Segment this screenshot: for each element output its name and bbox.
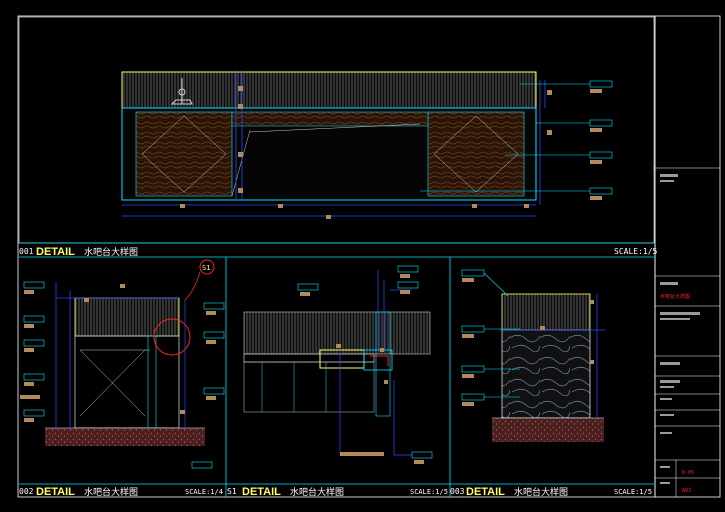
faucet-icon — [170, 78, 193, 105]
panel-002-detail: DETAIL — [36, 486, 75, 498]
panel-003-title: 水吧台大样图 — [514, 486, 568, 498]
left-wood-panel — [135, 111, 233, 197]
panel-s1-number: S1 — [227, 487, 237, 496]
panel-s1-detail — [243, 265, 433, 464]
title-block-code-1: D-05 — [682, 470, 694, 476]
main-detail-label: DETAIL — [36, 246, 75, 258]
panel-002-section: S1 — [20, 259, 225, 469]
section-callout-circle — [153, 318, 191, 356]
main-view-number: 001 — [19, 247, 34, 256]
panel-003-stone — [501, 329, 591, 419]
panel-003-elevation — [461, 269, 605, 442]
panel-002-floor — [45, 428, 205, 446]
title-block — [655, 167, 720, 497]
panel-003-detail: DETAIL — [466, 486, 505, 498]
title-block-code-2: A03 — [682, 488, 691, 494]
title-block-frame — [654, 15, 721, 498]
left-diamond — [141, 115, 227, 193]
right-wood-panel — [427, 111, 525, 197]
panel-003-number: 003 — [450, 487, 465, 496]
section-marker — [199, 259, 215, 275]
right-diamond — [433, 115, 519, 193]
leader-tags-main — [420, 80, 613, 195]
panel-002-number: 002 — [19, 487, 34, 496]
main-scale: SCALE:1/5 — [614, 247, 658, 256]
section-marker-label: S1 — [202, 264, 210, 272]
panel-s1-detail-label: DETAIL — [242, 486, 281, 498]
opening-line — [249, 123, 421, 133]
main-elevation — [121, 70, 613, 219]
panel-002-scale: SCALE:1/4 — [185, 488, 223, 496]
panel-s1-scale: SCALE:1/5 — [410, 488, 448, 496]
title-block-red-label: 水吧台大样图 — [660, 293, 690, 300]
panel-002-slats — [74, 297, 180, 337]
main-title: 水吧台大样图 — [84, 246, 138, 258]
panel-s1-title: 水吧台大样图 — [290, 486, 344, 498]
panel-003-scale: SCALE:1/5 — [614, 488, 652, 496]
panel-002-title: 水吧台大样图 — [84, 486, 138, 498]
top-wood-band — [231, 111, 429, 127]
panel-003-slats — [501, 293, 591, 331]
panel-003-floor — [492, 418, 604, 442]
